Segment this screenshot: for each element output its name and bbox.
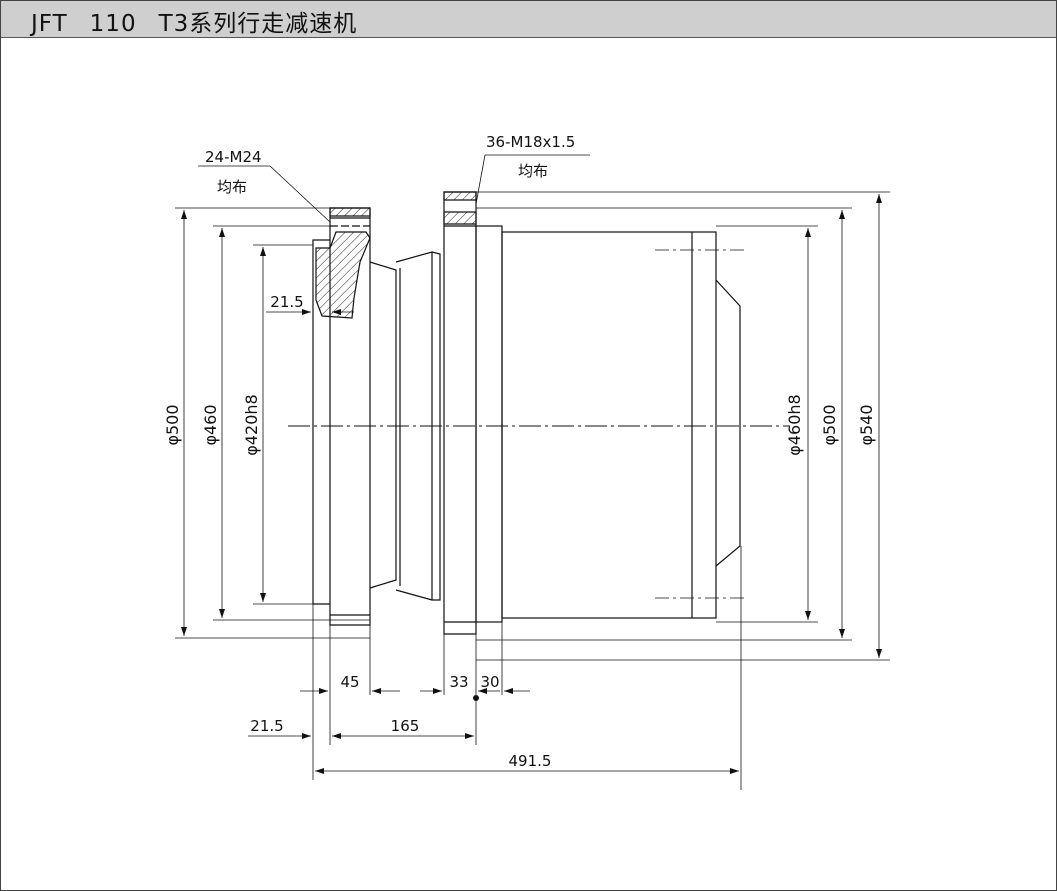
dim-left-phi-420: φ420h8 xyxy=(242,394,261,455)
origin-dot xyxy=(473,695,479,701)
hatch-bolt-right-top xyxy=(443,191,477,201)
title-series: T3系列行走减速机 xyxy=(158,11,358,37)
dim-21-5-bottom: 21.5 xyxy=(250,717,283,735)
dim-165: 165 xyxy=(391,717,420,735)
bolt-left-label: 24-M24 xyxy=(205,148,262,166)
dim-right-phi-540: φ540 xyxy=(857,404,876,445)
dimension-lines xyxy=(175,154,890,790)
neck-right xyxy=(395,251,441,601)
bolt-right-label: 36-M18x1.5 xyxy=(486,133,575,151)
dim-491-5: 491.5 xyxy=(509,752,552,770)
page-title: JFT 110 T3系列行走减速机 xyxy=(31,4,357,38)
hatch-bolt-right-bottom xyxy=(443,211,477,225)
right-flange xyxy=(443,191,477,635)
dim-right-phi-460: φ460h8 xyxy=(785,394,804,455)
bolt-left-note: 均布 xyxy=(217,178,247,196)
dim-21-5-top: 21.5 xyxy=(270,293,303,311)
hatch-bolt-left xyxy=(329,207,371,217)
title-size: 110 xyxy=(89,11,137,37)
body-step xyxy=(475,225,503,623)
title-bar: JFT 110 T3系列行走减速机 xyxy=(1,1,1056,38)
dim-left-phi-460: φ460 xyxy=(201,404,220,445)
neck-left xyxy=(369,261,397,589)
main-body xyxy=(501,231,717,619)
dim-33: 33 xyxy=(449,673,468,691)
bolt-right-note: 均布 xyxy=(518,162,548,180)
dim-right-phi-500: φ500 xyxy=(820,404,839,445)
hatch-left-section xyxy=(315,231,371,319)
dim-30: 30 xyxy=(480,673,499,691)
end-cap xyxy=(715,279,741,567)
title-model: JFT xyxy=(31,11,68,37)
part-outline xyxy=(288,191,790,635)
dimension-labels: 24-M24 均布 36-M18x1.5 均布 21.5 φ500 φ460 φ… xyxy=(163,133,876,770)
dim-left-phi-500: φ500 xyxy=(163,404,182,445)
dim-45: 45 xyxy=(340,673,359,691)
